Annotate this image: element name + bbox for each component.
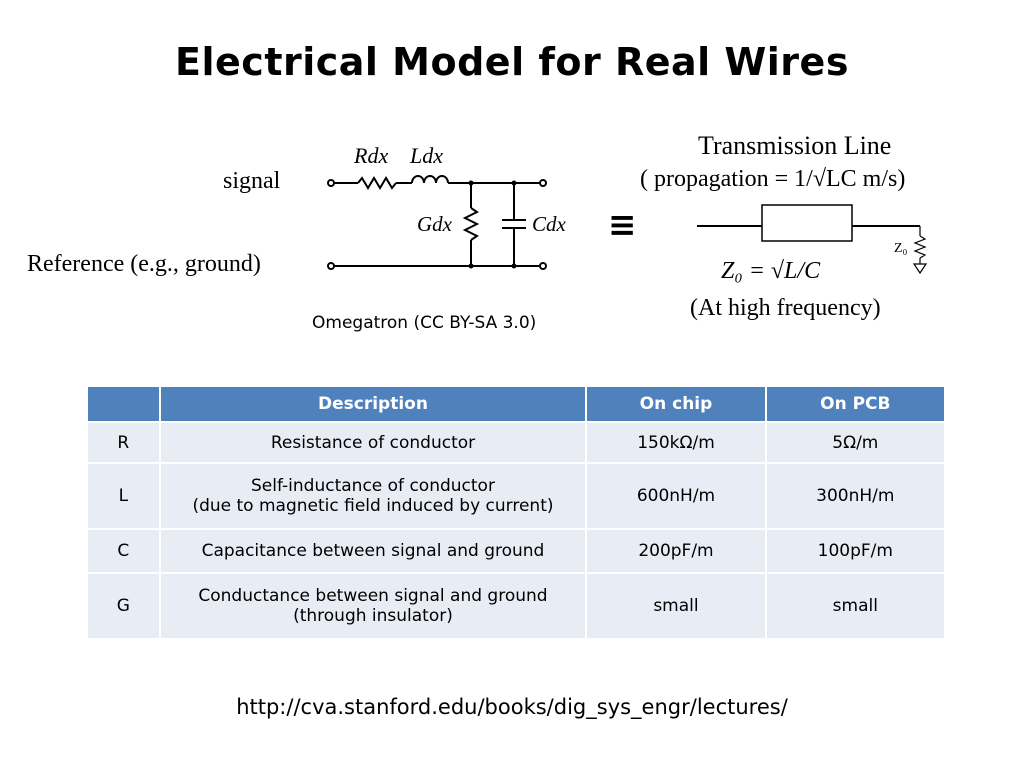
- transmission-line-title: Transmission Line: [698, 131, 892, 160]
- row-on-chip: 600nH/m: [587, 464, 765, 528]
- parameter-table: Description On chip On PCB R Resistance …: [86, 385, 946, 640]
- reference-terminal-left: [327, 262, 335, 270]
- signal-terminal-right: [539, 179, 547, 187]
- row-description: Conductance between signal and ground(th…: [160, 574, 586, 638]
- row-on-chip: 150kΩ/m: [587, 423, 765, 462]
- header-on-pcb: On PCB: [766, 387, 944, 421]
- row-on-pcb: 300nH/m: [766, 464, 944, 528]
- header-on-chip: On chip: [587, 387, 765, 421]
- slide-title: Electrical Model for Real Wires: [175, 40, 849, 84]
- row-on-pcb: small: [766, 574, 944, 638]
- image-credit: Omegatron (CC BY-SA 3.0): [312, 313, 537, 333]
- transmission-line-box: [761, 204, 853, 242]
- high-frequency-note: (At high frequency): [690, 295, 881, 321]
- resistor-label: Rdx: [354, 143, 389, 168]
- ground-icon: [912, 263, 928, 275]
- table-row: L Self-inductance of conductor(due to ma…: [88, 464, 944, 528]
- series-inductor: [411, 175, 449, 184]
- row-symbol: G: [88, 574, 159, 638]
- row-on-pcb: 100pF/m: [766, 530, 944, 572]
- table-header-row: Description On chip On PCB: [88, 387, 944, 421]
- row-symbol: L: [88, 464, 159, 528]
- signal-terminal-left: [327, 179, 335, 187]
- capacitance-label: Cdx: [532, 212, 566, 236]
- row-on-chip: 200pF/m: [587, 530, 765, 572]
- conductance-label: Gdx: [417, 212, 452, 236]
- inductor-label: Ldx: [410, 143, 443, 168]
- row-on-chip: small: [587, 574, 765, 638]
- row-description: Capacitance between signal and ground: [160, 530, 586, 572]
- signal-label: signal: [223, 168, 281, 194]
- circuit-diagram: [327, 175, 928, 275]
- shunt-conductance: [462, 207, 480, 241]
- header-description: Description: [160, 387, 586, 421]
- equivalence-icon: ≡: [608, 205, 637, 245]
- row-symbol: C: [88, 530, 159, 572]
- propagation-text: ( propagation = 1/√LC m/s): [640, 166, 906, 192]
- reference-label: Reference (e.g., ground): [27, 251, 261, 277]
- table-row: C Capacitance between signal and ground …: [88, 530, 944, 572]
- z0-small-label: Z₀: [894, 241, 908, 256]
- source-url[interactable]: http://cva.stanford.edu/books/dig_sys_en…: [236, 695, 788, 719]
- row-symbol: R: [88, 423, 159, 462]
- row-on-pcb: 5Ω/m: [766, 423, 944, 462]
- impedance-formula: Z₀ = √L/C: [721, 258, 821, 284]
- table-row: G Conductance between signal and ground(…: [88, 574, 944, 638]
- row-description: Resistance of conductor: [160, 423, 586, 462]
- row-description: Self-inductance of conductor(due to magn…: [160, 464, 586, 528]
- series-resistor: [357, 176, 397, 190]
- table-row: R Resistance of conductor 150kΩ/m 5Ω/m: [88, 423, 944, 462]
- header-symbol: [88, 387, 159, 421]
- reference-terminal-right: [539, 262, 547, 270]
- termination-resistor: [913, 235, 927, 259]
